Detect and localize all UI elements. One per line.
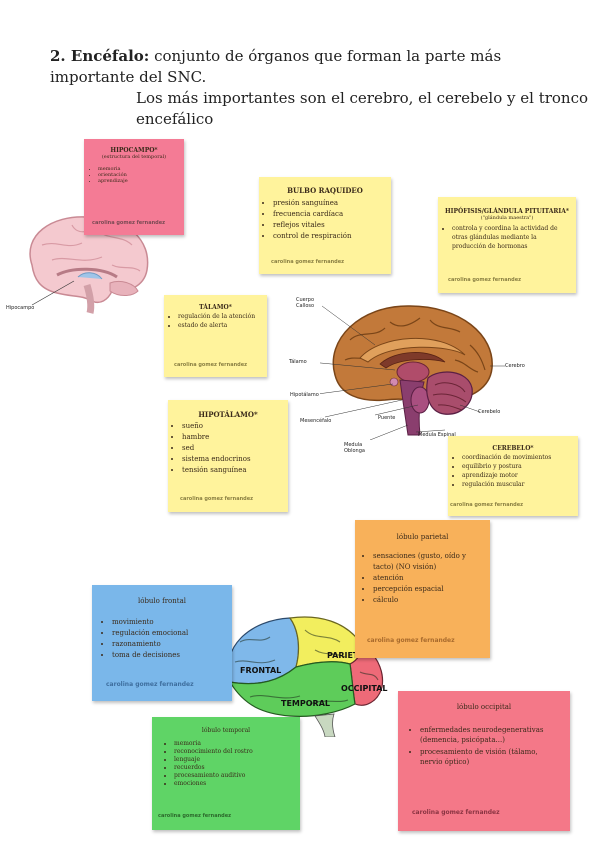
list-item: aprendizaje [98,178,184,184]
signature: carolina gomez fernandez [412,809,500,816]
page-title: 2. Encéfalo: conjunto de órganos que for… [50,46,590,130]
note-title: HIPOTÁLAMO* [198,410,258,419]
list-item: sistema endocrinos [182,454,288,465]
list-item: regulación emocional [112,628,232,639]
label-hipotalamo: Hipotálamo [290,392,319,398]
label-cuerpo-calloso: Cuerpo Calloso [296,297,315,309]
note-hipotalamo: HIPOTÁLAMO* sueño hambre sed sistema end… [168,400,288,512]
signature: carolina gomez fernandez [448,277,522,283]
list-item: razonamiento [112,639,232,650]
note-title: lóbulo occipital [456,703,512,711]
list-item: coordinación de movimientos [462,453,578,462]
list-item: atención [373,573,484,584]
signature: carolina gomez fernandez [106,681,194,688]
list-item: orientación [98,172,184,178]
note-talamo: TÁLAMO* regulación de la atención estado… [164,295,267,377]
list-item: toma de decisiones [112,650,232,661]
list-item: frecuencia cardíaca [273,209,391,220]
list-item: cálculo [373,595,484,606]
list-item: enfermedades neurodegenerativas (demenci… [420,725,560,745]
list-item: controla y coordina la actividad de otra… [452,224,570,251]
label-lobe-occipital: OCCIPITAL [341,684,388,693]
list-item: percepción espacial [373,584,484,595]
note-lobulo-occipital: lóbulo occipital enfermedades neurodegen… [398,691,570,831]
section-number: 2. Encéfalo: [50,47,150,65]
label-hipocampo: Hipocampo [6,305,35,311]
title-line-1: 2. Encéfalo: conjunto de órganos que for… [50,46,590,88]
signature: carolina gomez fernandez [158,813,232,819]
sagittal-brain-illustration [320,305,505,440]
note-title: BULBO RAQUIDEO [287,186,363,195]
signature: carolina gomez fernandez [450,502,524,508]
label-cerebro: Cerebro [505,363,525,369]
label-puente: Puente [378,415,396,421]
list-item: reconocimiento del rostro [174,748,300,756]
label-lobe-parietal: PARIETAL [327,651,370,660]
label-lobe-temporal: TEMPORAL [281,699,330,708]
note-bulbo-raquideo: BULBO RAQUIDEO presión sanguínea frecuen… [259,177,391,274]
list-item: memoria [98,166,184,172]
signature: carolina gomez fernandez [180,496,254,502]
label-medula-espinal: Medula Espinal [418,432,456,438]
note-hipocampo: HIPOCAMPO* (estructura del temporal) mem… [84,139,184,235]
list-item: sed [182,443,288,454]
list-item: lenguaje [174,756,300,764]
list-item: emociones [174,780,300,788]
list-item: regulación muscular [462,480,578,489]
list-item: presión sanguínea [273,198,391,209]
note-lobulo-frontal: lóbulo frontal movimiento regulación emo… [92,585,232,701]
list-item: procesamiento de visión (tálamo, nervio … [420,747,560,767]
label-medula-oblonga: Medula Oblonga [344,442,365,454]
signature: carolina gomez fernandez [174,362,248,368]
label-cerebelo: Cerebelo [478,409,501,415]
title-definition: conjunto de órganos que forman la parte … [50,47,502,86]
list-item: recuerdos [174,764,300,772]
list-item: tensión sanguínea [182,465,288,476]
list-item: estado de alerta [178,321,259,330]
list-item: control de respiración [273,231,391,242]
note-title: lóbulo temporal [201,727,251,734]
note-cerebelo: CEREBELO* coordinación de movimientos eq… [448,436,578,516]
note-subtitle: (estructura del temporal) [101,154,167,160]
list-item: equilibrio y postura [462,462,578,471]
list-item: regulación de la atención [178,312,259,321]
note-title: HIPOCAMPO* [110,147,158,154]
list-item: movimiento [112,617,232,628]
signature: carolina gomez fernandez [271,259,345,265]
list-item: hambre [182,432,288,443]
note-subtitle: ("glándula maestra") [480,215,534,221]
list-item: aprendizaje motor [462,471,578,480]
signature: carolina gomez fernandez [92,220,166,226]
note-title: lóbulo parietal [396,533,449,541]
note-title: CEREBELO* [492,445,534,452]
label-lobe-frontal: FRONTAL [240,666,282,675]
list-item: reflejos vitales [273,220,391,231]
list-item: sueño [182,421,288,432]
note-title: TÁLAMO* [199,304,232,311]
signature: carolina gomez fernandez [367,637,455,644]
title-line-2: Los más importantes son el cerebro, el c… [136,89,589,128]
note-title: HIPÓFISIS/GLÁNDULA PITUITARIA* [444,208,570,215]
list-item: procesamiento auditivo [174,772,300,780]
lobes-brain-illustration [227,616,384,737]
list-item: sensaciones (gusto, oído y tacto) (NO vi… [373,551,484,573]
label-mesencefalo: Mesencéfalo [300,418,332,424]
label-talamo: Tálamo [289,359,307,365]
note-lobulo-parietal: lóbulo parietal sensaciones (gusto, oído… [355,520,490,658]
note-title: lóbulo frontal [137,597,186,605]
hippocampus-brain-illustration [29,216,149,314]
list-item: memoria [174,740,300,748]
note-lobulo-temporal: lóbulo temporal memoria reconocimiento d… [152,717,300,830]
note-hipofisis: HIPÓFISIS/GLÁNDULA PITUITARIA* ("glándul… [438,197,576,293]
